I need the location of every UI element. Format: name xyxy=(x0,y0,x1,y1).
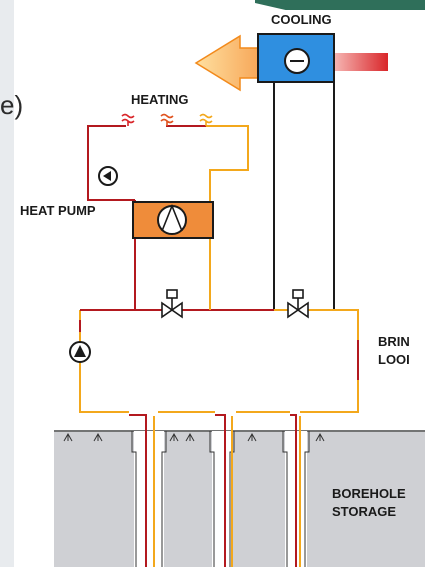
heat-pump-unit xyxy=(132,201,214,239)
heating-emitters xyxy=(121,113,213,126)
borehole-label-line2: STORAGE xyxy=(332,504,396,519)
hot-pipes xyxy=(87,125,297,567)
cooling-label: COOLING xyxy=(271,12,332,27)
valve-left-icon xyxy=(161,289,183,319)
brine-loop-label-line2: LOOI xyxy=(378,352,410,367)
left-margin-bar xyxy=(0,0,14,567)
heating-label: HEATING xyxy=(131,92,189,107)
heat-pump-circulator-icon xyxy=(98,166,118,186)
paren-text: e) xyxy=(0,90,24,120)
valve-right-icon xyxy=(287,289,309,319)
brine-loop-label-line1: BRIN xyxy=(378,334,410,349)
borehole-label-line1: BOREHOLE xyxy=(332,486,406,501)
brine-loop-pump-icon xyxy=(69,341,91,363)
cooling-pipes xyxy=(273,80,335,310)
heat-pump-label: HEAT PUMP xyxy=(20,203,96,218)
cooling-unit xyxy=(194,33,388,92)
top-accent-strip xyxy=(255,0,425,10)
